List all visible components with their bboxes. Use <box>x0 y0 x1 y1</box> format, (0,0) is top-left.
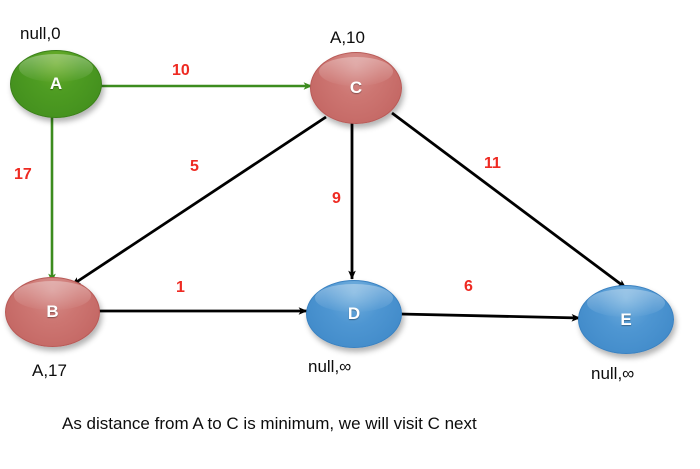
edge-weight-a-b: 17 <box>14 166 32 183</box>
node-c-label: C <box>349 78 363 97</box>
node-a-tag: null,0 <box>20 24 61 43</box>
edge-weight-b-d: 1 <box>176 279 185 296</box>
edge-weight-d-e: 6 <box>464 278 473 295</box>
node-d-tag: null,∞ <box>308 357 352 376</box>
node-a[interactable]: A <box>10 50 102 118</box>
edge-d-e <box>399 312 581 322</box>
node-c[interactable]: C <box>310 52 402 124</box>
node-e-tag: null,∞ <box>591 364 635 383</box>
node-b-tag: A,17 <box>32 361 67 380</box>
edge-weight-c-d: 9 <box>332 190 341 207</box>
edge-weight-a-c: 10 <box>172 62 190 79</box>
node-b[interactable]: B <box>5 277 100 347</box>
node-c-tag: A,10 <box>330 28 365 47</box>
node-e[interactable]: E <box>578 285 674 354</box>
node-d-label: D <box>347 304 361 323</box>
caption-text: As distance from A to C is minimum, we w… <box>62 414 477 433</box>
edge-c-b <box>71 115 327 287</box>
edge-c-e <box>391 111 627 290</box>
node-a-label: A <box>49 74 63 93</box>
node-e-label: E <box>620 309 632 329</box>
node-d[interactable]: D <box>306 280 402 348</box>
node-b-label: B <box>46 302 59 321</box>
edge-weight-c-e: 11 <box>484 155 501 172</box>
edge-weight-c-b: 5 <box>190 158 199 175</box>
